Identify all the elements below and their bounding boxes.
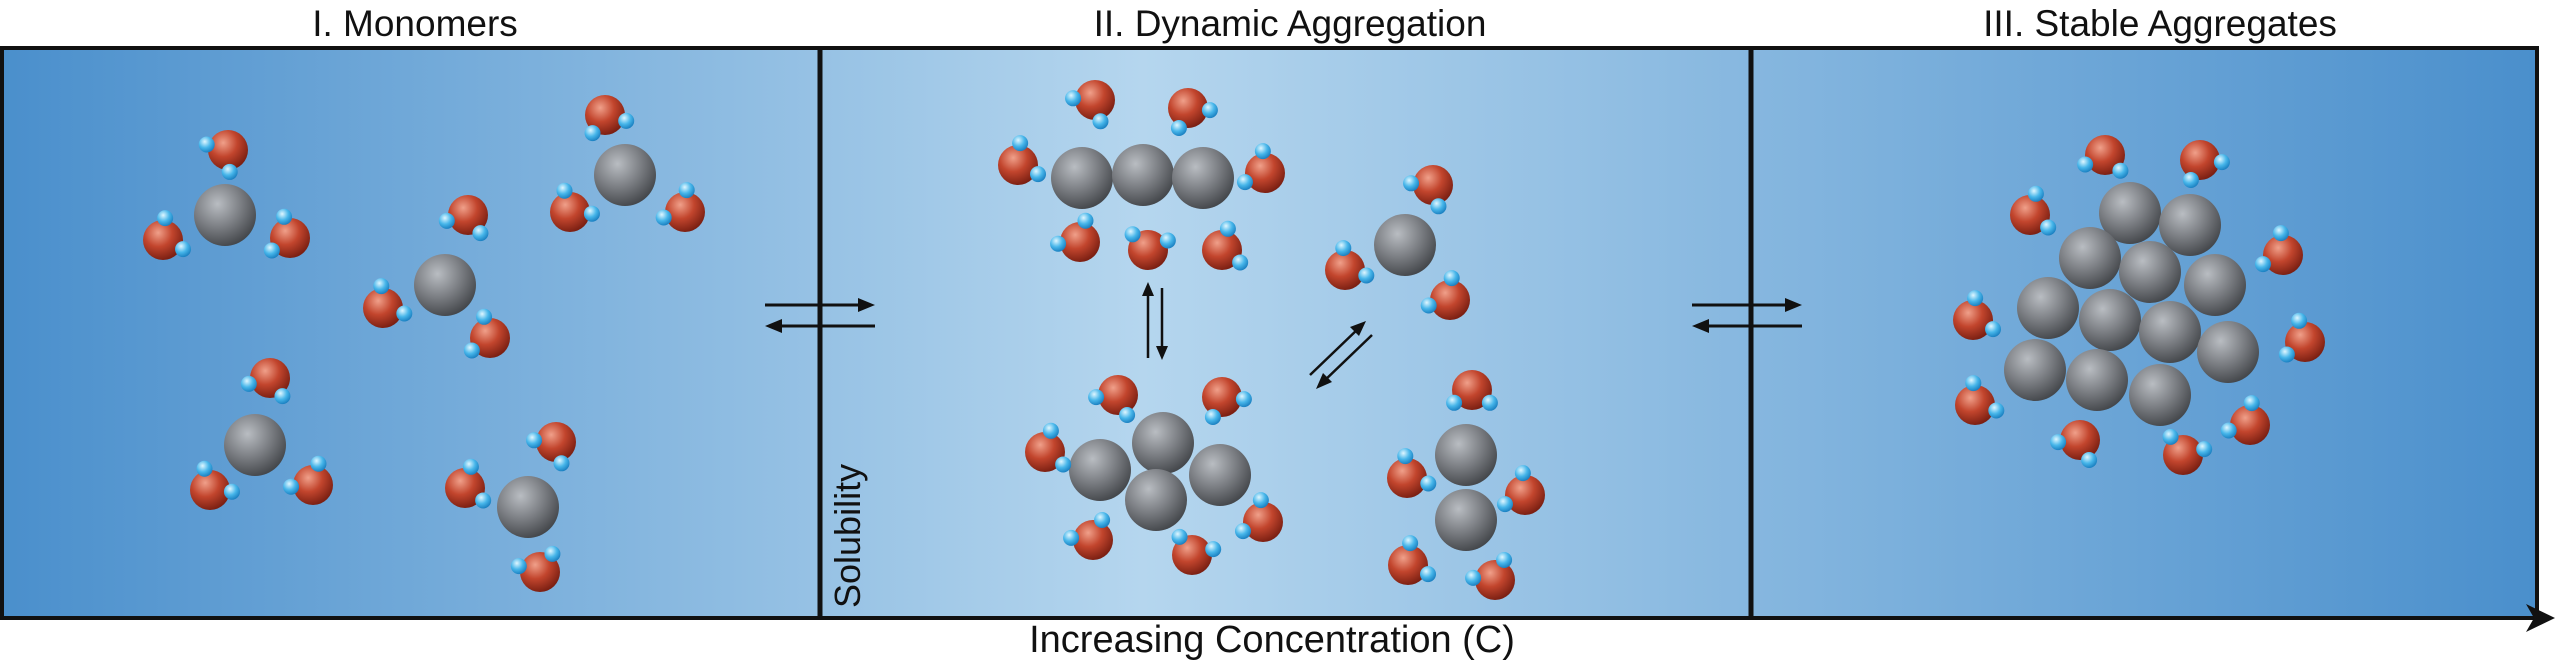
water-molecule-icon: [263, 208, 310, 259]
water-molecule-icon: [1088, 375, 1138, 424]
water-molecule-icon: [283, 455, 333, 505]
water-molecule-icon: [1325, 240, 1375, 290]
water-molecule-icon: [2278, 312, 2325, 363]
water-molecule-icon: [510, 545, 561, 592]
water-molecule-icon: [2254, 225, 2303, 275]
panel-title-monomers: I. Monomers: [312, 3, 518, 44]
solute-particle-icon: [594, 144, 656, 206]
water-molecule-icon: [998, 135, 1047, 185]
solute-particle-icon: [1112, 144, 1174, 206]
water-molecule-icon: [240, 358, 291, 405]
solute-particle-icon: [2119, 241, 2181, 303]
water-molecule-icon: [198, 130, 248, 180]
water-molecule-icon: [1168, 88, 1218, 137]
water-molecule-icon: [1403, 165, 1453, 215]
concentration-axis: [2, 604, 2555, 632]
solute-particle-icon: [2099, 182, 2161, 244]
water-molecule-icon: [438, 195, 489, 242]
water-molecule-icon: [550, 182, 600, 232]
water-molecule-icon: [1234, 492, 1283, 542]
water-molecule-icon: [445, 458, 492, 509]
solute-particle-icon: [1435, 489, 1497, 551]
solute-particle-icon: [1189, 444, 1251, 506]
solute-particle-icon: [1069, 439, 1131, 501]
solute-particle-icon: [2059, 227, 2121, 289]
solute-particle-icon: [2017, 277, 2079, 339]
solute-particle-icon: [2129, 364, 2191, 426]
water-molecule-icon: [2180, 140, 2230, 189]
water-molecule-icon: [1065, 80, 1115, 130]
water-molecule-icon: [655, 182, 705, 232]
equilibrium-arrows-icon: [1692, 298, 1802, 333]
water-molecule-icon: [463, 308, 510, 359]
equilibrium-arrows-icon: [765, 298, 875, 333]
solute-particle-icon: [2066, 349, 2128, 411]
solute-particle-icon: [1435, 424, 1497, 486]
axis-arrowhead-icon: [2526, 604, 2555, 632]
water-molecule-icon: [1388, 535, 1437, 585]
water-molecule-icon: [1955, 375, 2005, 425]
panel-title-dynamic-aggregation: II. Dynamic Aggregation: [1093, 3, 1487, 44]
water-molecule-icon: [1446, 370, 1498, 411]
water-molecule-icon: [1063, 511, 1113, 560]
solute-particle-icon: [1172, 147, 1234, 209]
water-molecule-icon: [190, 460, 240, 510]
solute-particle-icon: [2159, 194, 2221, 256]
water-molecule-icon: [2162, 428, 2213, 475]
water-molecule-icon: [2077, 135, 2129, 179]
solute-particle-icon: [2139, 301, 2201, 363]
water-molecule-icon: [1025, 422, 1072, 473]
water-molecule-icon: [2010, 185, 2057, 236]
water-molecule-icon: [1202, 220, 1249, 271]
water-molecule-icon: [1496, 465, 1545, 515]
solute-particle-icon: [414, 254, 476, 316]
water-molecule-icon: [363, 278, 413, 328]
water-molecule-icon: [584, 95, 635, 142]
water-molecule-icon: [526, 422, 576, 472]
equilibrium-arrows-icon: [1309, 321, 1373, 389]
water-molecule-icon: [1236, 143, 1285, 193]
water-molecule-icon: [1387, 448, 1437, 498]
water-molecule-icon: [1953, 290, 2002, 340]
solute-particle-icon: [497, 476, 559, 538]
solute-particle-icon: [194, 184, 256, 246]
water-molecule-icon: [2050, 420, 2100, 469]
panel-title-stable-aggregates: III. Stable Aggregates: [1983, 3, 2337, 44]
water-molecule-icon: [143, 210, 192, 260]
solute-particle-icon: [224, 414, 286, 476]
water-molecule-icon: [1420, 270, 1470, 320]
solute-particle-icon: [1132, 412, 1194, 474]
solute-particle-icon: [1374, 214, 1436, 276]
solubility-label: Solubility: [827, 463, 868, 608]
water-molecule-icon: [1202, 377, 1252, 426]
water-molecule-icon: [1124, 226, 1176, 270]
molecules: [143, 80, 2325, 600]
water-molecule-icon: [2220, 395, 2270, 445]
solute-particle-icon: [2079, 289, 2141, 351]
water-molecule-icon: [1465, 551, 1515, 600]
concentration-axis-label: Increasing Concentration (C): [1029, 619, 1515, 661]
solute-particle-icon: [2197, 321, 2259, 383]
solute-particle-icon: [2184, 254, 2246, 316]
solute-particle-icon: [1051, 147, 1113, 209]
solute-particle-icon: [2004, 339, 2066, 401]
water-molecule-icon: [1171, 528, 1222, 575]
water-molecule-icon: [1050, 212, 1100, 262]
solute-particle-icon: [1125, 469, 1187, 531]
equilibrium-arrows-icon: [1142, 282, 1168, 360]
